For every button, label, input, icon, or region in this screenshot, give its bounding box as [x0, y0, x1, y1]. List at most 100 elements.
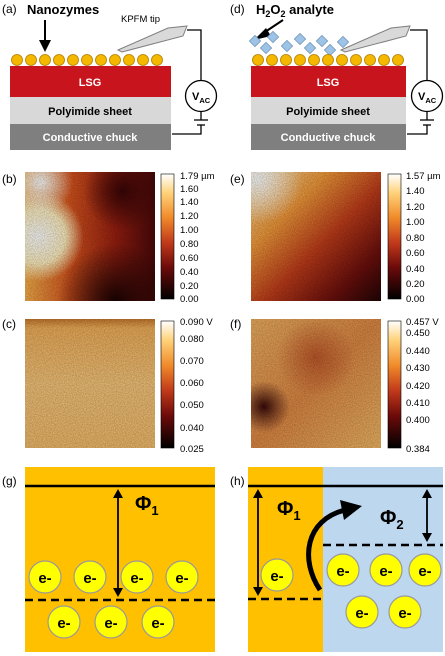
layer-polyimide-label: Polyimide sheet	[48, 106, 132, 118]
layer-chuck: Conductive chuck	[10, 124, 171, 150]
svg-text:0.60: 0.60	[406, 248, 425, 259]
kpfm-tip-label: KPFM tip	[121, 14, 160, 25]
svg-text:0.80: 0.80	[180, 239, 199, 250]
panel-b: (b) 1.79 µm 1.60 1.40 1.20 1.00 0.80 0.6…	[2, 171, 215, 305]
electron-icon: e-	[345, 595, 379, 629]
svg-text:0.40: 0.40	[406, 264, 425, 275]
svg-text:1.00: 1.00	[406, 217, 425, 228]
svg-text:0.070: 0.070	[180, 356, 204, 367]
vac-source: VAC	[184, 79, 218, 113]
svg-text:e-: e-	[379, 563, 392, 580]
colorbar-c-max: 0.090 V	[180, 317, 213, 328]
svg-text:1.20: 1.20	[180, 211, 199, 222]
transfer-arrow-icon	[306, 500, 362, 592]
svg-text:0.384: 0.384	[406, 444, 430, 455]
layer-lsg-d: LSG	[251, 66, 406, 97]
panel-c: (c) 0.090 V 0.080 0.070 0.060 0.050 0.04…	[2, 317, 213, 455]
phi2-arrow-h	[422, 489, 432, 542]
panel-h-label: (h)	[230, 474, 245, 488]
electron-icon: e-	[165, 560, 199, 594]
svg-text:e-: e-	[38, 570, 51, 587]
electron-icon: e-	[369, 553, 403, 587]
svg-text:e-: e-	[418, 563, 431, 580]
svg-text:e-: e-	[398, 605, 411, 622]
colorbar-e-ticks: 1.40 1.20 1.00 0.80 0.60 0.40 0.20 0.00	[406, 186, 425, 305]
afm-image-b	[25, 172, 155, 301]
layer-lsg-d-label: LSG	[317, 77, 340, 89]
colorbar-f-ticks: 0.450 0.440 0.430 0.420 0.410 0.400 0.38…	[406, 328, 430, 455]
svg-text:1.20: 1.20	[406, 202, 425, 213]
electron-icon: e-	[28, 560, 62, 594]
svg-text:0.050: 0.050	[180, 400, 204, 411]
svg-text:0.410: 0.410	[406, 398, 430, 409]
kpfm-image-f	[251, 319, 381, 448]
svg-text:1.40: 1.40	[406, 186, 425, 197]
svg-text:0.60: 0.60	[180, 253, 199, 264]
nanozymes-callout: Nanozymes	[27, 2, 99, 17]
colorbar-b-ticks: 1.60 1.40 1.20 1.00 0.80 0.60 0.40 0.20 …	[180, 184, 199, 305]
svg-text:e-: e-	[151, 615, 164, 632]
svg-text:0.00: 0.00	[180, 294, 199, 305]
kpfm-tip-icon-d	[339, 25, 411, 53]
svg-text:VAC: VAC	[192, 91, 211, 105]
panel-g-label: (g)	[2, 474, 17, 488]
svg-text:0.025: 0.025	[180, 444, 204, 455]
electron-icon: e-	[94, 605, 128, 639]
phi1-label-h: Φ1	[277, 498, 301, 523]
electron-icon: e-	[120, 560, 154, 594]
svg-text:0.20: 0.20	[406, 279, 425, 290]
electron-icon: e-	[47, 605, 81, 639]
analyte-particles	[248, 30, 350, 57]
svg-text:e-: e-	[336, 563, 349, 580]
layer-chuck-label: Conductive chuck	[43, 132, 139, 144]
svg-text:1.00: 1.00	[180, 225, 199, 236]
layer-chuck-d-label: Conductive chuck	[281, 132, 377, 144]
panel-f: (f) 0.457 V 0.450 0.440 0.430 0.420 0.41…	[230, 317, 439, 455]
panel-a: (a) Nanozymes KPFM tip LSG Polyimide she…	[2, 2, 218, 150]
svg-text:e-: e-	[57, 615, 70, 632]
svg-text:0.430: 0.430	[406, 363, 430, 374]
panel-e: (e) 1.57 µm 1.40 1.20 1.00 0.80 0.60 0.4…	[230, 171, 441, 305]
circuit-wire	[172, 29, 208, 135]
svg-text:e-: e-	[175, 570, 188, 587]
svg-text:e-: e-	[104, 615, 117, 632]
svg-text:VAC: VAC	[418, 91, 437, 105]
svg-text:0.420: 0.420	[406, 381, 430, 392]
panel-b-label: (b)	[2, 172, 17, 186]
panel-a-label: (a)	[2, 2, 17, 16]
colorbar-b-max: 1.79 µm	[180, 171, 215, 182]
nanozymes-arrow	[39, 20, 51, 52]
electrons-g: e- e- e- e- e- e- e-	[28, 560, 199, 639]
svg-text:e-: e-	[130, 570, 143, 587]
phi1-arrow-g	[113, 489, 123, 597]
electrons-h: e- e- e- e- e- e-	[260, 553, 442, 629]
phi1-label-g: Φ1	[135, 493, 159, 518]
electron-icon: e-	[260, 558, 294, 592]
afm-image-e	[251, 172, 381, 301]
kpfm-image-c	[25, 319, 155, 448]
electron-icon: e-	[326, 553, 360, 587]
svg-text:e-: e-	[270, 568, 283, 585]
svg-text:1.60: 1.60	[180, 184, 199, 195]
panel-h: (h) Φ1 Φ2 e- e- e- e- e- e-	[230, 467, 443, 652]
colorbar-f	[387, 320, 402, 449]
vac-sub: AC	[199, 96, 210, 105]
electron-icon: e-	[141, 605, 175, 639]
svg-text:0.060: 0.060	[180, 378, 204, 389]
nanozyme-particles-d	[252, 54, 404, 66]
panel-e-label: (e)	[230, 172, 245, 186]
layer-polyimide: Polyimide sheet	[10, 97, 171, 124]
svg-text:e-: e-	[355, 605, 368, 622]
layer-lsg: LSG	[10, 66, 171, 97]
panel-f-label: (f)	[230, 317, 241, 331]
phi1-arrow-h	[253, 489, 263, 596]
svg-text:0.440: 0.440	[406, 346, 430, 357]
svg-text:0.450: 0.450	[406, 328, 430, 339]
layer-polyimide-d: Polyimide sheet	[251, 97, 406, 124]
electron-icon: e-	[73, 560, 107, 594]
svg-text:0.400: 0.400	[406, 415, 430, 426]
electron-icon: e-	[408, 553, 442, 587]
svg-text:0.040: 0.040	[180, 423, 204, 434]
colorbar-e-max: 1.57 µm	[406, 171, 441, 182]
svg-text:0.80: 0.80	[406, 233, 425, 244]
